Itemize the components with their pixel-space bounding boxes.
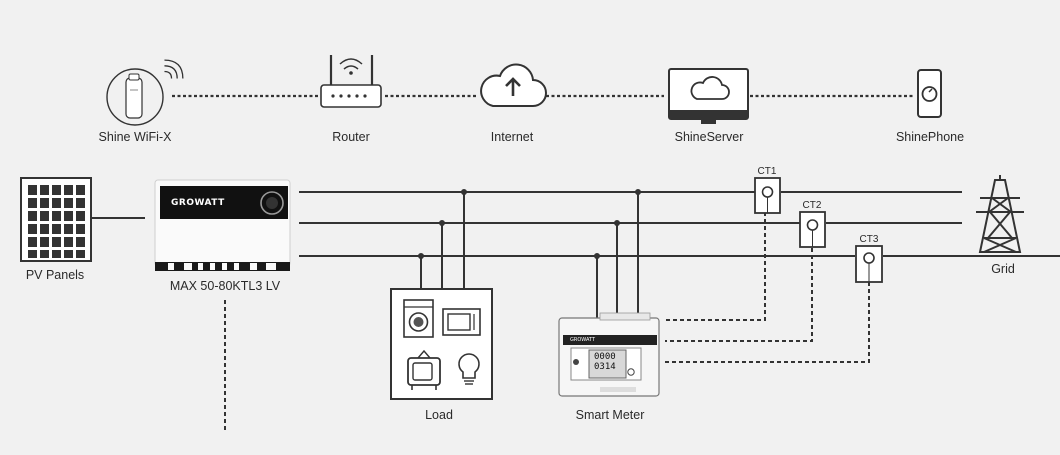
label-router: Router bbox=[332, 130, 370, 144]
label-grid: Grid bbox=[991, 262, 1015, 276]
label-ct3: CT3 bbox=[859, 234, 879, 245]
junction-dots bbox=[418, 189, 641, 259]
label-pv-panels: PV Panels bbox=[25, 268, 85, 282]
label-shine-server: ShineServer bbox=[674, 130, 744, 144]
label-ct2: CT2 bbox=[802, 200, 822, 211]
ct3-clamp bbox=[855, 245, 883, 283]
ac-bus bbox=[92, 191, 1060, 318]
pv-panel-icon bbox=[20, 177, 92, 262]
power-tower-icon bbox=[966, 175, 1034, 257]
washing-machine-icon bbox=[403, 299, 434, 338]
router-icon bbox=[320, 55, 382, 108]
television-icon bbox=[407, 349, 441, 390]
meter-reading-top: 0000 bbox=[594, 352, 616, 362]
ct2-clamp bbox=[799, 211, 826, 248]
monitor-cloud-icon bbox=[668, 68, 749, 124]
label-shine-wifi: Shine WiFi-X bbox=[98, 130, 172, 144]
microwave-icon bbox=[442, 308, 481, 336]
smartphone-icon bbox=[917, 69, 942, 118]
label-load: Load bbox=[425, 408, 453, 422]
meter-reading-bottom: 0314 bbox=[594, 362, 616, 372]
light-bulb-icon bbox=[458, 353, 480, 385]
meter-brand-logo: GROWATT bbox=[570, 337, 596, 343]
ct1-clamp bbox=[754, 177, 781, 214]
label-inverter-model: MAX 50-80KTL3 LV bbox=[169, 279, 281, 293]
smart-meter-device bbox=[558, 312, 660, 397]
label-ct1: CT1 bbox=[757, 166, 777, 177]
wifi-dongle-icon bbox=[106, 59, 184, 126]
label-internet: Internet bbox=[490, 130, 534, 144]
label-smart-meter: Smart Meter bbox=[575, 408, 645, 422]
label-shine-phone: ShinePhone bbox=[895, 130, 965, 144]
inverter-unit bbox=[154, 179, 291, 271]
cloud-upload-icon bbox=[480, 63, 547, 107]
ct-signal-lines bbox=[224, 212, 870, 430]
inverter-brand-logo: GROWATT bbox=[171, 198, 225, 208]
